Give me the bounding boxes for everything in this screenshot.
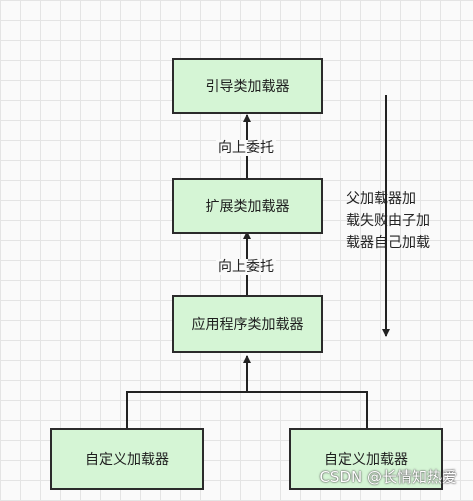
delegate-up-label-top: 向上委托 (216, 140, 276, 156)
custom-loader-box-left: 自定义加载器 (50, 428, 204, 490)
fallback-note-line-1: 父加载器加 (346, 191, 416, 207)
extension-loader-box: 扩展类加载器 (172, 178, 323, 234)
custom-loader-box-right: 自定义加载器 (289, 428, 443, 490)
application-loader-box: 应用程序类加载器 (172, 295, 323, 353)
watermark: CSDN @长情知热爱 (319, 468, 457, 486)
fallback-note: 父加载器加 载失败由子加 载器自己加载 (346, 188, 430, 254)
fallback-note-line-2: 载失败由子加 (346, 213, 430, 229)
fallback-note-line-3: 载器自己加载 (346, 235, 430, 251)
delegate-up-label-middle: 向上委托 (216, 259, 276, 275)
tree-connector (126, 391, 368, 428)
bootstrap-loader-box: 引导类加载器 (172, 58, 323, 114)
